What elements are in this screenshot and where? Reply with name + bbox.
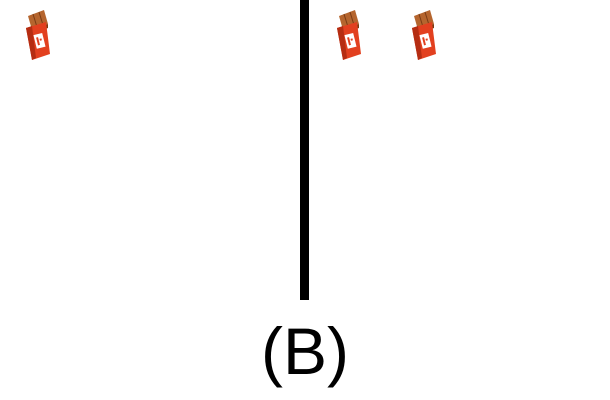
- left-panel: [0, 0, 300, 300]
- chocolate-bar-icon: [335, 10, 363, 60]
- chocolate-bar-icon: [24, 10, 52, 60]
- panel-divider: [300, 0, 309, 300]
- chocolate-bar-icon: [410, 10, 438, 60]
- option-label: (B): [261, 314, 349, 388]
